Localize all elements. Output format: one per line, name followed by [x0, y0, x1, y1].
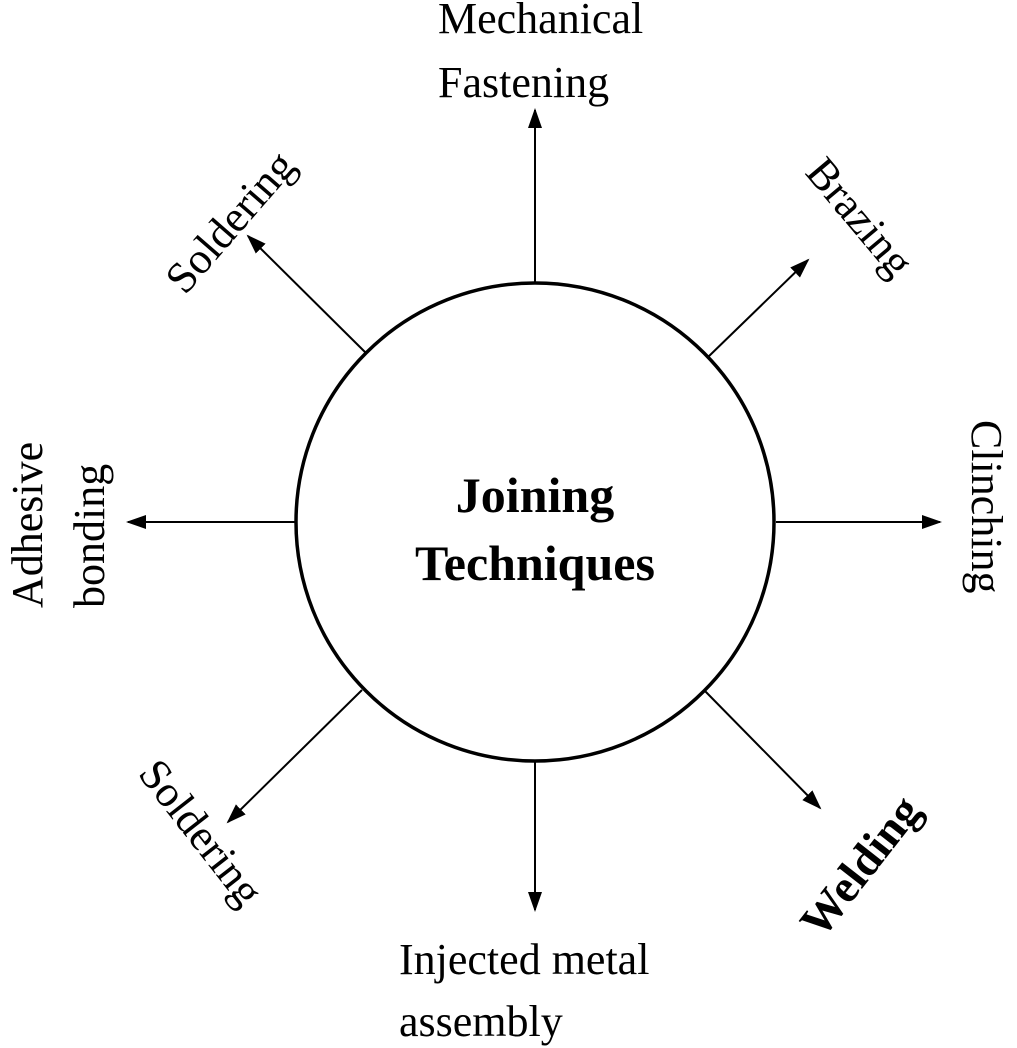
label-line: assembly: [399, 997, 563, 1046]
branch-label-soldering-lower: Soldering: [129, 750, 273, 915]
label-line: Welding: [790, 786, 931, 946]
label-line: Soldering: [129, 750, 273, 915]
branch-label-adhesive-bonding: Adhesive bonding: [3, 442, 114, 608]
branch-label-welding: Welding: [790, 786, 931, 946]
label-line: Brazing: [796, 148, 923, 286]
arrow-down-right: [703, 689, 822, 810]
center-title-line1: Joining: [456, 467, 614, 523]
label-line: Fastening: [438, 58, 609, 107]
label-line: Soldering: [156, 141, 305, 302]
arrow-up-right: [705, 258, 810, 360]
branch-label-soldering-upper: Soldering: [156, 141, 305, 302]
label-line: Injected metal: [399, 935, 649, 984]
center-title-line2: Techniques: [415, 535, 655, 591]
label-line: Clinching: [962, 420, 1011, 594]
arrow-down-left: [226, 689, 363, 824]
label-line: bonding: [65, 464, 114, 608]
branch-label-clinching: Clinching: [962, 420, 1011, 594]
label-line: Mechanical: [438, 0, 643, 43]
branch-label-injected-metal-assembly: Injected metal assembly: [399, 935, 649, 1046]
arrow-up-left: [246, 234, 368, 355]
branch-label-mechanical-fastening: Mechanical Fastening: [438, 0, 643, 107]
branch-label-brazing: Brazing: [796, 148, 923, 286]
arrows: [126, 108, 942, 912]
center-circle: [294, 281, 776, 763]
label-line: Adhesive: [3, 442, 52, 608]
